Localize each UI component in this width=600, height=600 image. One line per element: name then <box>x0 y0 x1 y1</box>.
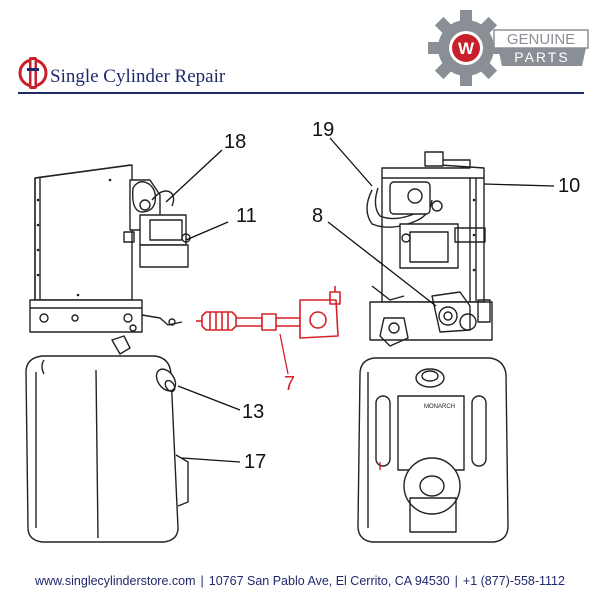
footer-website-link[interactable]: www.singlecylinderstore.com <box>35 574 196 588</box>
callout-13: 13 <box>242 401 265 423</box>
footer: www.singlecylinderstore.com | 10767 San Pa… <box>0 574 600 588</box>
monarch-label: MONARCH <box>424 404 455 410</box>
callout-8: 8 <box>312 205 324 227</box>
part-7-highlight <box>196 286 341 339</box>
leader-lines <box>165 137 555 463</box>
gear-icon: W <box>428 10 504 86</box>
single-cylinder-logo-icon <box>18 57 48 89</box>
callout-18: 18 <box>224 131 247 153</box>
callout-11: 11 <box>236 205 257 227</box>
genuine-parts-badge: W GENUINE PARTS <box>428 10 589 86</box>
header: Single Cylinder Repair W <box>0 0 600 100</box>
badge-parts-text: PARTS <box>514 49 569 65</box>
badge-genuine-text: GENUINE <box>507 31 575 48</box>
footer-separator: | <box>200 574 204 588</box>
callout-7: 7 <box>284 373 296 395</box>
header-divider <box>18 92 584 94</box>
footer-address: 10767 San Pablo Ave, El Cerrito, CA 9453… <box>208 574 450 588</box>
callout-19: 19 <box>312 119 335 141</box>
parts-diagram: MONARCH <box>25 137 555 543</box>
footer-phone-link[interactable]: +1 (877)-558-1112 <box>462 574 565 588</box>
right-pump-unit <box>357 151 509 543</box>
left-pump-unit <box>25 164 191 543</box>
callout-17: 17 <box>244 451 267 473</box>
callout-10: 10 <box>558 175 581 197</box>
brand-name[interactable]: Single Cylinder Repair <box>50 66 226 87</box>
badge-letter: W <box>458 39 475 58</box>
footer-separator: | <box>454 574 458 588</box>
